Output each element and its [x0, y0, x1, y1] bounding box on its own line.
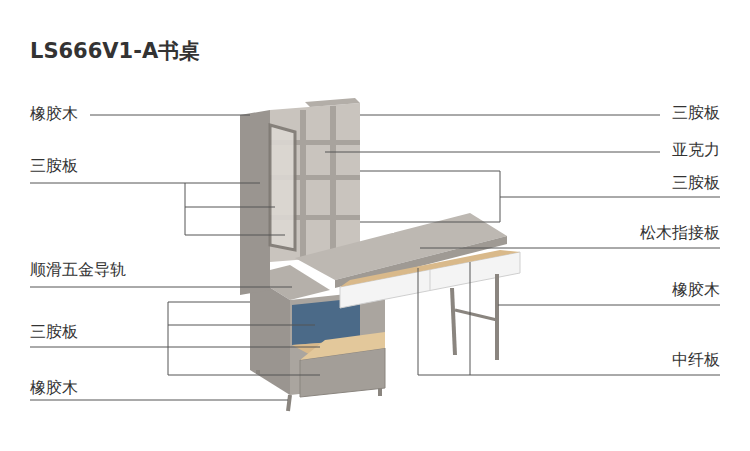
part-label: 三胺板 [672, 103, 720, 123]
part-label: 橡胶木 [30, 378, 78, 398]
part-label: 三胺板 [30, 322, 78, 342]
part-label: 中纤板 [672, 350, 720, 370]
part-label: 三胺板 [30, 156, 78, 176]
part-label: 顺滑五金导轨 [30, 260, 126, 280]
part-label: 橡胶木 [30, 104, 78, 124]
part-label: 亚克力 [672, 140, 720, 160]
title: LS666V1-A书桌 [30, 38, 200, 64]
part-label: 三胺板 [672, 173, 720, 193]
part-label: 橡胶木 [672, 280, 720, 300]
part-label: 松木指接板 [640, 223, 720, 243]
